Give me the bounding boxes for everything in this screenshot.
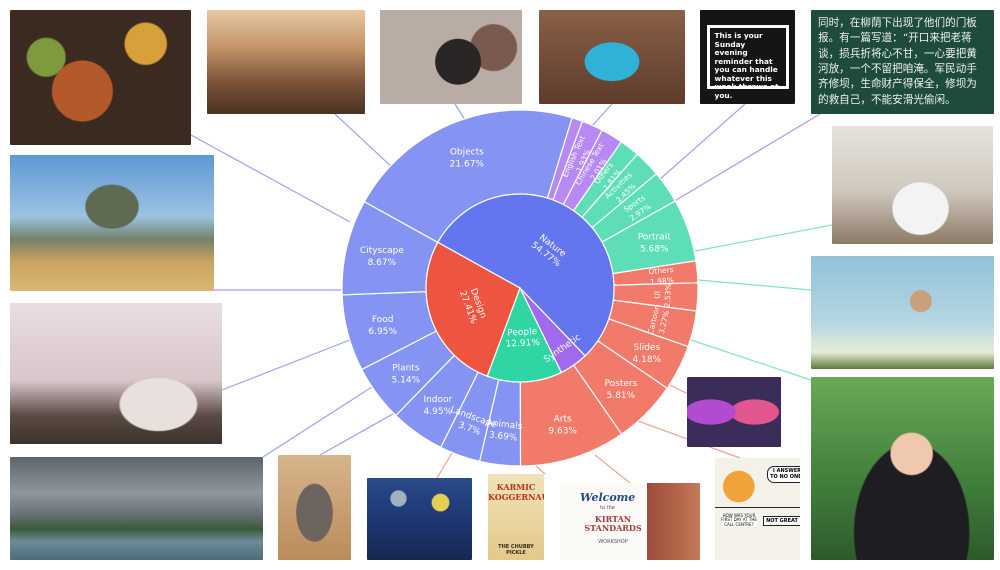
sports-thumbnail bbox=[811, 256, 994, 369]
outer-label-value: 5.81% bbox=[607, 391, 636, 401]
outer-label-name: Slides bbox=[633, 343, 660, 353]
posters-thumbnail: KARMIC KOGGERNAUT THE CHUBBY PICKLE bbox=[488, 474, 544, 560]
cityscape-thumbnail bbox=[207, 10, 365, 114]
outer-label-name: Portrait bbox=[638, 233, 672, 243]
leader-line bbox=[262, 384, 376, 458]
objects-bag-thumbnail bbox=[380, 10, 522, 104]
slide-welcome: Welcome bbox=[580, 491, 636, 504]
outer-label-value: 3.69% bbox=[488, 430, 518, 443]
outer-label-nature-food: Food 6.95% bbox=[368, 315, 397, 337]
outer-label-design-slides: Slides 4.18% bbox=[633, 343, 662, 365]
leader-line bbox=[589, 103, 613, 129]
slides-thumbnail: Welcome to the KIRTAN STANDARDS WORKSHOP bbox=[560, 483, 700, 560]
outer-label-value: 1.98% bbox=[650, 275, 675, 286]
outer-label-design-arts: Arts 9.63% bbox=[548, 414, 577, 436]
portrait-thumbnail bbox=[811, 377, 994, 560]
english-text-quote: This is your Sunday evening reminder tha… bbox=[706, 25, 789, 99]
ui-thumbnail bbox=[687, 377, 781, 447]
inner-ring bbox=[425, 193, 615, 383]
outer-label-nature-indoor: Indoor 4.95% bbox=[423, 395, 452, 417]
outer-label-value: 8.67% bbox=[368, 258, 397, 268]
inner-label-value: 12.91% bbox=[505, 338, 540, 350]
outer-label-value: 6.95% bbox=[368, 327, 397, 337]
outer-label-nature-plants: Plants 5.14% bbox=[392, 363, 421, 385]
activities-thumbnail bbox=[832, 126, 993, 244]
comic-reply: NOT GREAT bbox=[763, 516, 800, 526]
comic-bubble: I ANSWER TO NO ONE! bbox=[767, 466, 800, 483]
inner-label-name: People bbox=[507, 327, 538, 338]
inner-slice-nature bbox=[436, 193, 615, 357]
leader-line bbox=[594, 454, 631, 484]
outer-label-name: Others bbox=[648, 265, 674, 276]
outer-label-value: 2.53% bbox=[663, 283, 673, 307]
leader-line bbox=[190, 134, 351, 223]
outer-label-people-portrait: Portrait 5.68% bbox=[638, 233, 672, 255]
cartoon-thumbnail: I ANSWER TO NO ONE! HOW WAS YOUR FIRST D… bbox=[715, 458, 800, 560]
outer-label-nature-cityscape: Cityscape 8.67% bbox=[360, 246, 405, 268]
leader-line bbox=[319, 409, 401, 456]
leader-line bbox=[667, 113, 821, 206]
chinese-text-thumbnail: 同时，在柳荫下出现了他们的门板报。有一篇写道：“开口来把老蒋谈，损兵折将心不甘，… bbox=[811, 10, 994, 114]
poster-title: KARMIC KOGGERNAUT bbox=[488, 482, 544, 502]
outer-label-name: Plants bbox=[392, 363, 420, 373]
outer-label-name: Arts bbox=[554, 414, 572, 424]
leader-line bbox=[697, 279, 812, 291]
indoor-thumbnail bbox=[10, 303, 222, 444]
nature-tree-thumbnail bbox=[10, 155, 214, 291]
animals-thumbnail bbox=[278, 455, 351, 560]
outer-label-name: Indoor bbox=[423, 395, 452, 405]
outer-label-value: 4.95% bbox=[424, 407, 453, 417]
inner-slice-design bbox=[425, 241, 521, 377]
leader-line bbox=[684, 337, 812, 381]
outer-label-name: Food bbox=[372, 315, 394, 325]
outer-label-name: Objects bbox=[450, 147, 484, 157]
slide-title: KIRTAN STANDARDS bbox=[584, 514, 642, 533]
poster-footer: THE CHUBBY PICKLE bbox=[498, 544, 534, 556]
inner-slice-people bbox=[486, 286, 563, 383]
outer-ring bbox=[341, 109, 699, 467]
outer-label-value: 4.18% bbox=[633, 355, 662, 365]
slide-to: to the bbox=[600, 505, 615, 511]
outer-label-value: 5.68% bbox=[640, 245, 669, 255]
leader-line bbox=[689, 224, 833, 253]
arts-thumbnail bbox=[367, 478, 472, 560]
english-text-thumbnail: This is your Sunday evening reminder tha… bbox=[700, 10, 795, 104]
leader-line bbox=[534, 464, 546, 475]
leader-line bbox=[221, 337, 356, 391]
outer-label-value: 9.63% bbox=[548, 426, 577, 436]
landscape-thumbnail bbox=[10, 457, 263, 560]
outer-label-name: Cityscape bbox=[360, 246, 405, 256]
outer-label-name: Animals bbox=[486, 418, 523, 432]
outer-label-name: UI bbox=[653, 291, 662, 299]
outer-label-value: 21.67% bbox=[450, 159, 485, 169]
comic-caption: HOW WAS YOUR FIRST DAY AT THE CALL CENTR… bbox=[721, 513, 757, 528]
leader-line bbox=[649, 103, 746, 189]
slide-subtitle: WORKSHOP bbox=[598, 539, 628, 545]
food-thumbnail bbox=[10, 10, 191, 145]
outer-label-design-posters: Posters 5.81% bbox=[605, 379, 638, 401]
outer-label-name: Posters bbox=[605, 379, 638, 389]
outer-label-value: 5.14% bbox=[392, 375, 421, 385]
leader-line bbox=[334, 113, 396, 171]
objects-car-thumbnail bbox=[539, 10, 685, 104]
outer-label-nature-objects: Objects 21.67% bbox=[450, 147, 485, 169]
